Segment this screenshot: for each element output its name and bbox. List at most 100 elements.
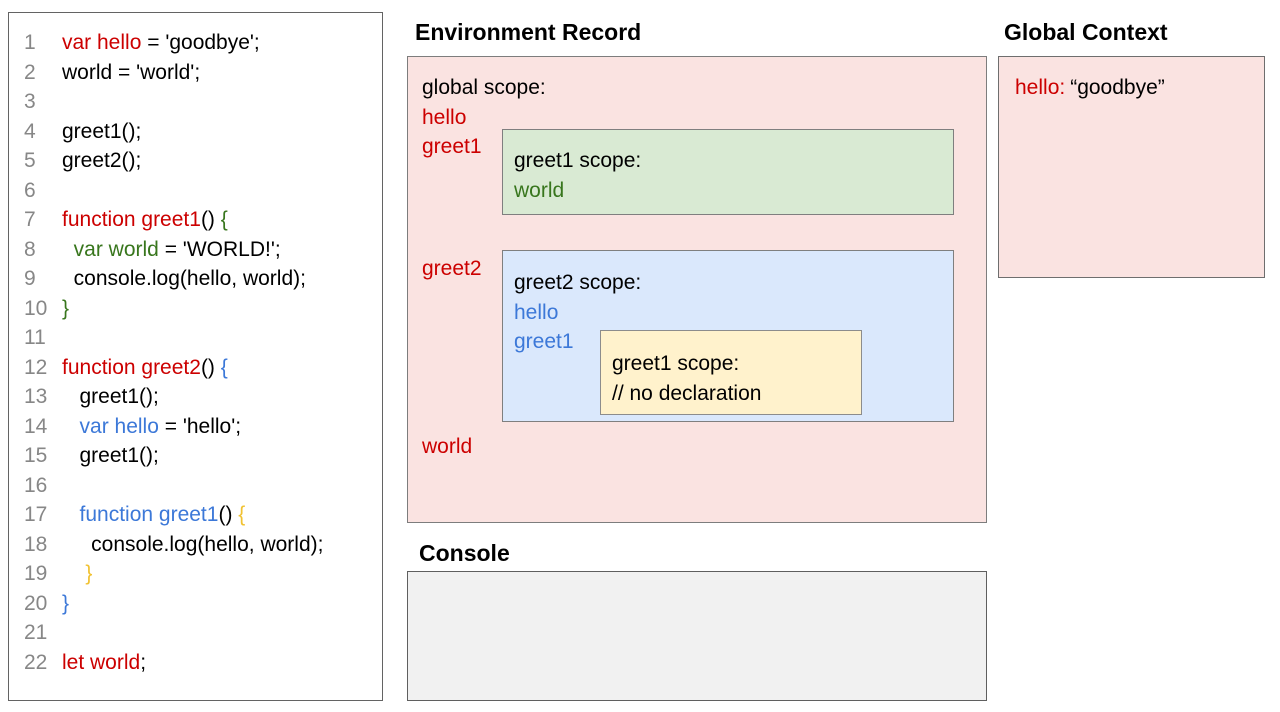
- code-token: = 'hello';: [158, 414, 242, 438]
- line-number: 4: [24, 119, 36, 143]
- code-line-3: 3: [9, 87, 382, 117]
- code-token: {: [220, 355, 228, 379]
- line-number: 10: [24, 296, 48, 320]
- code-token: greet2();: [62, 149, 142, 172]
- code-token: [62, 562, 85, 585]
- code-token: = 'WORLD!';: [158, 237, 281, 261]
- global-context-title: Global Context: [1004, 19, 1168, 45]
- code-line-19: 19 }: [9, 559, 382, 589]
- code-token: function greet1: [62, 208, 201, 231]
- console-output-box: [407, 571, 987, 701]
- code-token: [62, 238, 74, 261]
- code-line-14: 14 var hello = 'hello';: [9, 412, 382, 442]
- code-text: greet2();: [62, 146, 141, 176]
- code-token: (): [200, 355, 221, 379]
- code-line-12: 12 function greet2() {: [9, 353, 382, 383]
- line-number: 19: [24, 562, 48, 585]
- code-text: let world;: [62, 648, 146, 678]
- greet2-scope-label: greet2 scope:: [514, 271, 642, 294]
- code-text: world = 'world';: [62, 58, 200, 88]
- code-text: function greet2() {: [62, 353, 228, 383]
- global-context-box: hello:“goodbye”: [998, 56, 1265, 278]
- line-number: 15: [24, 444, 48, 467]
- greet1-scope-box: greet1 scope: world: [502, 129, 954, 215]
- global-scope-label: global scope:: [422, 76, 546, 99]
- code-token: greet1();: [62, 119, 142, 143]
- line-number: 12: [24, 355, 48, 379]
- code-text: function greet1() {: [62, 205, 228, 235]
- code-token: world = 'world';: [62, 60, 201, 84]
- code-text: var hello = 'goodbye';: [62, 28, 260, 58]
- code-line-8: 8 var world = 'WORLD!';: [9, 235, 382, 265]
- line-number: 7: [24, 208, 36, 231]
- code-token: var hello: [62, 31, 142, 54]
- line-number: 21: [24, 621, 48, 644]
- code-token: console.log(hello, world);: [62, 532, 324, 556]
- code-token: var hello: [79, 414, 159, 438]
- code-token: function greet2: [62, 355, 201, 379]
- code-line-5: 5 greet2();: [9, 146, 382, 176]
- inner-greet1-scope-label: greet1 scope:: [612, 352, 740, 375]
- line-number: 13: [24, 385, 48, 408]
- code-token: }: [62, 296, 70, 320]
- global-context-entry: hello:“goodbye”: [1015, 73, 1264, 103]
- global-var-world: world: [422, 435, 473, 458]
- global-context-value: “goodbye”: [1070, 76, 1165, 99]
- greet2-scope-var-hello: hello: [514, 300, 559, 324]
- global-var-greet2: greet2: [422, 257, 482, 280]
- code-token: {: [238, 503, 246, 526]
- code-token: let world: [62, 650, 141, 674]
- inner-greet1-scope-box: greet1 scope: // no declaration: [600, 330, 862, 415]
- code-token: (): [200, 208, 221, 231]
- code-text: }: [62, 294, 69, 324]
- code-token: = 'goodbye';: [141, 31, 260, 54]
- line-number: 3: [24, 90, 36, 113]
- console-title: Console: [419, 540, 510, 566]
- greet2-scope-var-greet1: greet1: [514, 330, 574, 353]
- line-number: 9: [24, 267, 36, 290]
- code-line-13: 13 greet1();: [9, 382, 382, 412]
- line-number: 14: [24, 414, 48, 438]
- code-text: console.log(hello, world);: [62, 264, 306, 294]
- global-context-key: hello:: [1015, 76, 1066, 99]
- code-token: ;: [140, 650, 147, 674]
- code-line-21: 21: [9, 618, 382, 648]
- line-number: 18: [24, 532, 48, 556]
- line-number: 6: [24, 178, 36, 202]
- line-number: 20: [24, 591, 48, 615]
- code-line-11: 11: [9, 323, 382, 353]
- line-number: 17: [24, 503, 48, 526]
- code-text: greet1();: [62, 382, 159, 412]
- code-text: }: [62, 589, 69, 619]
- code-text: greet1();: [62, 441, 159, 471]
- code-text: function greet1() {: [62, 500, 246, 530]
- code-token: greet1();: [62, 385, 159, 408]
- code-line-6: 6: [9, 176, 382, 206]
- code-text: greet1();: [62, 117, 141, 147]
- code-token: greet1();: [62, 444, 159, 467]
- code-line-2: 2 world = 'world';: [9, 58, 382, 88]
- code-token: function greet1: [79, 503, 219, 526]
- greet2-scope-box: greet2 scope: hello greet1 greet1 scope:…: [502, 250, 954, 422]
- code-line-17: 17 function greet1() {: [9, 500, 382, 530]
- code-token: (): [218, 503, 239, 526]
- code-line-18: 18 console.log(hello, world);: [9, 530, 382, 560]
- line-number: 2: [24, 60, 36, 84]
- line-number: 5: [24, 149, 36, 172]
- code-token: console.log(hello, world);: [62, 267, 306, 290]
- code-token: [62, 503, 80, 526]
- code-text: }: [62, 559, 92, 589]
- code-line-9: 9 console.log(hello, world);: [9, 264, 382, 294]
- line-number: 22: [24, 650, 48, 674]
- code-line-7: 7 function greet1() {: [9, 205, 382, 235]
- code-text: console.log(hello, world);: [62, 530, 323, 560]
- code-line-22: 22 let world;: [9, 648, 382, 678]
- code-text: var world = 'WORLD!';: [62, 235, 281, 265]
- code-line-15: 15 greet1();: [9, 441, 382, 471]
- line-number: 8: [24, 237, 36, 261]
- greet1-scope-var-world: world: [514, 178, 565, 202]
- code-line-16: 16: [9, 471, 382, 501]
